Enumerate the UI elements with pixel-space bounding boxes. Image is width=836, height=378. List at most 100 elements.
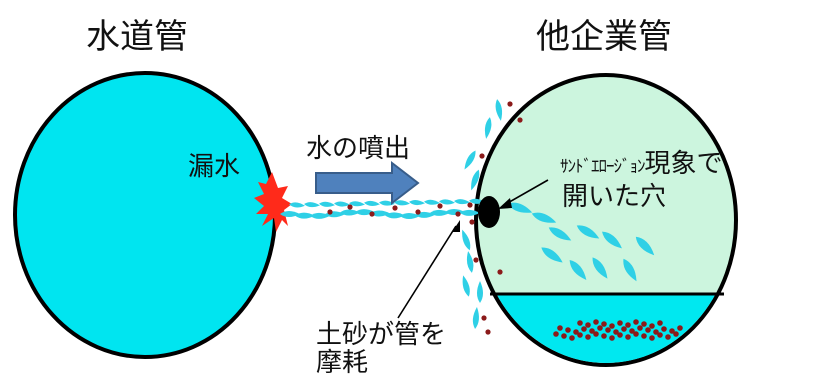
- eroded-hole: [478, 196, 500, 228]
- pooled-water: [478, 294, 734, 363]
- leak-burst: [254, 172, 292, 232]
- water-drop: [531, 212, 557, 223]
- splash-drops: [462, 99, 503, 329]
- water-drop: [484, 117, 492, 139]
- sand-grain: [577, 332, 583, 338]
- water-drop: [319, 201, 335, 207]
- water-drop: [289, 202, 305, 208]
- sand-grain: [553, 331, 559, 337]
- abrasion-label-line2: 摩耗: [316, 348, 369, 378]
- abrasion-pointer-line: [397, 225, 457, 319]
- jet-label: 水の噴出: [306, 134, 411, 164]
- sand-grain: [625, 334, 631, 340]
- water-drop: [541, 247, 563, 263]
- sand-grain: [455, 211, 461, 217]
- water-drop: [507, 202, 533, 213]
- sand-grain: [485, 329, 491, 335]
- water-drop: [424, 199, 440, 205]
- sand-grain: [497, 269, 503, 275]
- water-drop: [635, 236, 655, 256]
- sand-grain: [473, 257, 479, 263]
- leak-label: 漏水: [188, 152, 241, 182]
- scattered-sand: [469, 101, 523, 335]
- sand-grain: [557, 325, 563, 331]
- water-drop: [334, 201, 350, 207]
- water-drop: [454, 199, 470, 205]
- water-drop: [379, 200, 395, 206]
- water-drop: [471, 169, 480, 191]
- water-drop: [569, 260, 587, 280]
- sand-grain: [665, 334, 671, 340]
- water-drop: [592, 257, 608, 279]
- sand-grain: [585, 334, 591, 340]
- sand-grain: [649, 323, 655, 329]
- water-jet-stream: [280, 198, 485, 219]
- sand-grain: [369, 211, 375, 217]
- sand-grain: [645, 327, 651, 333]
- hole-pointer-head: [498, 198, 512, 209]
- sand-grain: [653, 329, 659, 335]
- sand-grain: [437, 203, 443, 209]
- sand-grain: [621, 326, 627, 332]
- water-drop: [409, 200, 425, 206]
- jet-sand-particles: [327, 202, 473, 217]
- water-drop: [495, 99, 503, 121]
- sand-grain: [481, 315, 487, 321]
- sand-grain: [573, 329, 579, 335]
- sand-grain: [517, 117, 523, 123]
- jet-direction-arrow: [315, 160, 420, 206]
- hole-label: 開いた穴: [562, 182, 667, 212]
- sand-grain: [589, 328, 595, 334]
- water-drop: [576, 225, 600, 239]
- water-drop: [472, 307, 479, 329]
- sand-grain: [593, 331, 599, 337]
- sand-grain: [593, 319, 599, 325]
- sand-grain: [561, 333, 567, 339]
- sand-grain: [677, 325, 683, 331]
- sand-grain: [641, 321, 647, 327]
- sand-grain: [613, 329, 619, 335]
- water-drop: [385, 212, 405, 219]
- sand-grain: [605, 327, 611, 333]
- erosion-kana: ｻﾝﾄﾞｴﾛｰｼﾞｮﾝ: [560, 157, 645, 177]
- sand-grain: [469, 219, 475, 225]
- sand-grain: [637, 325, 643, 331]
- sand-grain: [392, 205, 398, 211]
- sand-grain: [633, 319, 639, 325]
- sand-grain: [507, 101, 513, 107]
- water-pipe-circle: [13, 71, 277, 359]
- sand-grain: [629, 328, 635, 334]
- sand-grain: [657, 332, 663, 338]
- water-drop: [370, 210, 390, 217]
- water-drop: [602, 231, 622, 249]
- water-drop: [477, 281, 483, 303]
- pooled-sand: [553, 319, 683, 341]
- sand-grain: [585, 322, 591, 328]
- sand-grain: [415, 209, 421, 215]
- sand-grain: [633, 331, 639, 337]
- sand-grain: [565, 327, 571, 333]
- water-drop: [460, 209, 480, 216]
- sand-grain: [597, 325, 603, 331]
- sand-grain: [625, 322, 631, 328]
- water-drop: [623, 258, 637, 282]
- sand-grain: [617, 320, 623, 326]
- water-drop: [466, 251, 474, 273]
- sand-grain: [347, 204, 353, 210]
- hole-pointer-line: [505, 179, 549, 205]
- sand-grain: [581, 326, 587, 332]
- water-drop: [310, 212, 330, 219]
- sand-grain: [673, 331, 679, 337]
- sand-grain: [609, 335, 615, 341]
- sand-grain: [569, 335, 575, 341]
- sand-grain: [661, 326, 667, 332]
- sand-grain: [649, 335, 655, 341]
- water-drop: [439, 199, 455, 205]
- water-drop: [280, 211, 300, 217]
- water-drop: [462, 229, 471, 251]
- water-drop: [340, 209, 360, 216]
- water-drop: [304, 202, 320, 208]
- sand-grain: [657, 320, 663, 326]
- inner-water-drops: [507, 202, 655, 282]
